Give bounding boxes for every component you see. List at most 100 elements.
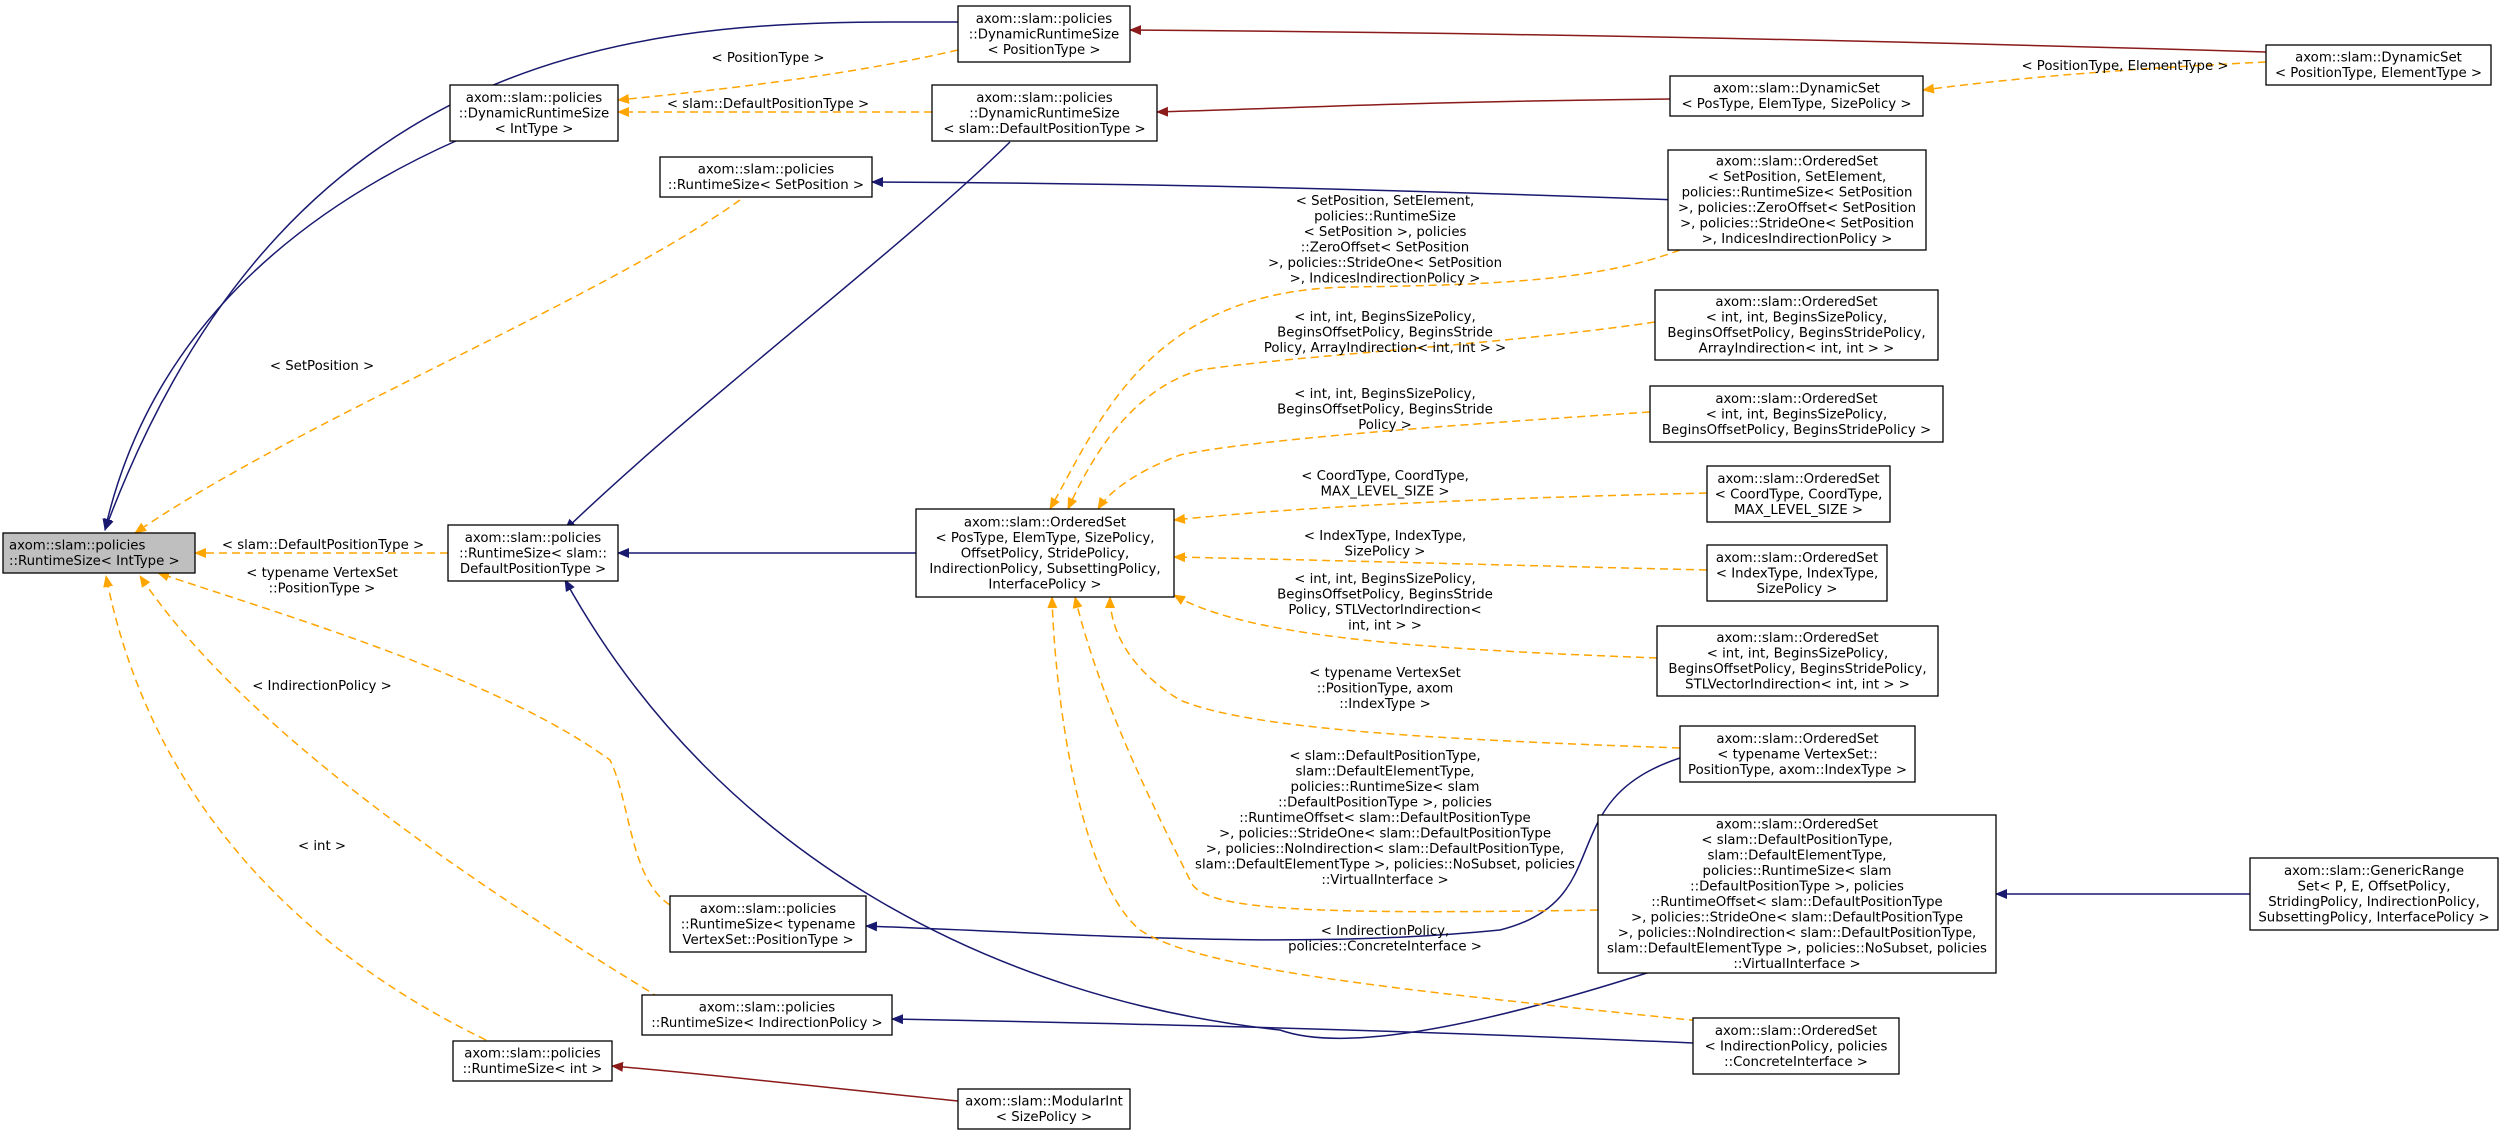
node-ordered-set-stl-vector-indirection[interactable]: axom::slam::OrderedSet< int, int, Begins… <box>1656 625 1939 697</box>
edge-label-os8: < slam::DefaultPositionType,slam::Defaul… <box>1195 749 1575 888</box>
node-label-line: StridingPolicy, IndirectionPolicy, <box>2268 895 2480 910</box>
node-label-line: DefaultPositionType > <box>460 562 606 577</box>
node-label-line: policies::RuntimeSize< slam <box>1703 864 1892 879</box>
node-runtime-size-vertexset-position-type[interactable]: axom::slam::policies::RuntimeSize< typen… <box>669 895 867 953</box>
node-label-line: axom::slam::policies <box>466 91 602 106</box>
node-ordered-set-vertexset-position-type[interactable]: axom::slam::OrderedSet< typename VertexS… <box>1679 725 1916 783</box>
node-ordered-set-array-indirection[interactable]: axom::slam::OrderedSet< int, int, Begins… <box>1654 289 1939 361</box>
node-runtime-size-int[interactable]: axom::slam::policies::RuntimeSize< int > <box>452 1040 613 1082</box>
node-label-line: < int, int, BeginsSizePolicy, <box>1707 647 1889 662</box>
node-runtime-size-set-position[interactable]: axom::slam::policies::RuntimeSize< SetPo… <box>659 156 873 198</box>
node-label-line: BeginsOffsetPolicy, BeginsStridePolicy, <box>1667 326 1925 341</box>
edge-os9-to-ordset-main <box>1047 596 1711 1023</box>
node-ordered-set-begins-stride-box <box>1649 385 1944 443</box>
node-runtime-size-default-position-type-box <box>447 524 619 582</box>
node-ordered-set-coord-type[interactable]: axom::slam::OrderedSet< CoordType, Coord… <box>1706 465 1891 523</box>
node-runtime-size-indirection-policy[interactable]: axom::slam::policies::RuntimeSize< Indir… <box>641 994 893 1036</box>
edge-drs-pos-to-drs-int <box>617 49 959 104</box>
node-ordered-set-main[interactable]: axom::slam::OrderedSet< PosType, ElemTyp… <box>915 508 1175 598</box>
node-ordered-set-default-position-type[interactable]: axom::slam::OrderedSet< slam::DefaultPos… <box>1597 814 1997 974</box>
edge-rs-ind-to-root <box>139 575 661 999</box>
node-runtime-size-vertexset-position-type-box <box>669 895 867 953</box>
node-label-line: axom::slam::OrderedSet <box>1716 732 1878 747</box>
node-label-line: SizePolicy > <box>1757 582 1838 597</box>
edge-label-line: SizePolicy > <box>1345 545 1426 560</box>
node-ordered-set-indirection-policy[interactable]: axom::slam::OrderedSet< IndirectionPolic… <box>1692 1017 1900 1075</box>
node-ordered-set-main-box <box>915 508 1175 598</box>
node-label-line: ::RuntimeSize< IntType > <box>9 554 180 569</box>
edge-label-set-position: < SetPosition > <box>270 359 374 374</box>
node-dynamic-runtime-size-int-type[interactable]: axom::slam::policies::DynamicRuntimeSize… <box>449 84 619 142</box>
node-label-line: axom::slam::DynamicSet <box>2295 51 2462 66</box>
edge-os2-to-ordset-main <box>1067 321 1656 510</box>
edge-label-line: ::PositionType, axom <box>1317 682 1453 697</box>
node-dynamic-set-pos-elem-size[interactable]: axom::slam::DynamicSet< PosType, ElemTyp… <box>1669 75 1924 117</box>
node-runtime-size-int-type[interactable]: axom::slam::policies::RuntimeSize< IntTy… <box>2 532 196 574</box>
node-modular-int[interactable]: axom::slam::ModularInt< SizePolicy > <box>957 1088 1131 1130</box>
node-label-line: slam::DefaultElementType >, policies::No… <box>1607 942 1987 957</box>
node-ordered-set-vertexset-position-type-box <box>1679 725 1916 783</box>
node-label-line: axom::slam::OrderedSet <box>1717 472 1879 487</box>
node-label-line: >, policies::StrideOne< slam::DefaultPos… <box>1631 911 1963 926</box>
node-label-line: axom::slam::OrderedSet <box>1716 631 1878 646</box>
node-label-line: ::RuntimeSize< int > <box>463 1062 603 1077</box>
edge-label-int: < int > <box>298 839 346 854</box>
edge-label-line: BeginsOffsetPolicy, BeginsStride <box>1277 403 1493 418</box>
edge-label-line: < PositionType > <box>711 51 824 66</box>
node-label-line: < typename VertexSet:: <box>1717 747 1878 762</box>
node-label-line: axom::slam::policies <box>699 1001 835 1016</box>
edge-label-line: < CoordType, CoordType, <box>1301 469 1469 484</box>
node-dynamic-set-position-element-type[interactable]: axom::slam::DynamicSet< PositionType, El… <box>2265 44 2492 86</box>
edge-label-line: < int > <box>298 839 346 854</box>
edge-os5-to-ordset-main <box>1173 552 1708 571</box>
edge-label-os2: < int, int, BeginsSizePolicy,BeginsOffse… <box>1264 310 1506 356</box>
node-dynamic-runtime-size-position-type[interactable]: axom::slam::policies::DynamicRuntimeSize… <box>957 5 1131 63</box>
node-label-line: ::RuntimeSize< IndirectionPolicy > <box>651 1016 882 1031</box>
edge-label-indirection-policy: < IndirectionPolicy > <box>252 679 392 694</box>
node-label-line: axom::slam::OrderedSet <box>964 515 1126 530</box>
edge-label-default-position-type-drs: < slam::DefaultPositionType > <box>667 97 869 112</box>
node-ordered-set-set-position[interactable]: axom::slam::OrderedSet< SetPosition, Set… <box>1667 149 1927 251</box>
node-runtime-size-default-position-type[interactable]: axom::slam::policies::RuntimeSize< slam:… <box>447 524 619 582</box>
edge-label-line: ::VirtualInterface > <box>1321 873 1448 888</box>
node-label-line: axom::slam::OrderedSet <box>1715 392 1877 407</box>
node-dynamic-runtime-size-int-type-box <box>449 84 619 142</box>
edge-label-line: < int, int, BeginsSizePolicy, <box>1294 310 1476 325</box>
edge-label-os7: < typename VertexSet::PositionType, axom… <box>1309 666 1461 712</box>
node-label-line: axom::slam::OrderedSet <box>1716 818 1878 833</box>
edge-label-line: < int, int, BeginsSizePolicy, <box>1294 387 1476 402</box>
edge-drs-pos-to-root <box>104 21 959 531</box>
node-label-line: PositionType, axom::IndexType > <box>1688 763 1907 778</box>
node-label-line: axom::slam::policies <box>976 91 1112 106</box>
node-label-line: < slam::DefaultPositionType > <box>943 122 1145 137</box>
edge-label-line: MAX_LEVEL_SIZE > <box>1321 485 1450 500</box>
node-ordered-set-index-type[interactable]: axom::slam::OrderedSet< IndexType, Index… <box>1706 544 1888 602</box>
node-label-line: SubsettingPolicy, InterfacePolicy > <box>2258 911 2489 926</box>
node-runtime-size-int-box <box>452 1040 613 1082</box>
edge-label-line: >, policies::StrideOne< SetPosition <box>1268 256 1502 271</box>
node-label-line: ::ConcreteInterface > <box>1724 1055 1868 1070</box>
node-modular-int-box <box>957 1088 1131 1130</box>
edge-label-line: ::PositionType > <box>269 582 376 597</box>
edge-label-line: < SetPosition > <box>270 359 374 374</box>
edge-dynset-pes-to-dynset-pos <box>1922 61 2267 94</box>
node-label-line: policies::RuntimeSize< SetPosition <box>1682 186 1913 201</box>
edge-label-position-type: < PositionType > <box>711 51 824 66</box>
edge-label-line: BeginsOffsetPolicy, BeginsStride <box>1277 588 1493 603</box>
edge-os6-to-ordset-main <box>1173 594 1658 659</box>
edge-dynset-pos-to-drs-pos <box>1129 25 2267 53</box>
node-label-line: ::DynamicRuntimeSize <box>969 106 1119 121</box>
edge-label-line: < typename VertexSet <box>246 566 398 581</box>
node-label-line: ::DynamicRuntimeSize <box>969 27 1119 42</box>
node-label-line: MAX_LEVEL_SIZE > <box>1734 503 1863 518</box>
node-label-line: axom::slam::OrderedSet <box>1716 551 1878 566</box>
node-dynamic-runtime-size-default-position-type[interactable]: axom::slam::policies::DynamicRuntimeSize… <box>931 84 1158 142</box>
edge-label-line: ::ZeroOffset< SetPosition <box>1301 241 1469 256</box>
edge-label-line: policies::ConcreteInterface > <box>1288 940 1482 955</box>
edge-os8-to-rs-def <box>564 579 1651 1039</box>
node-generic-range-set-box <box>2249 857 2499 931</box>
edge-label-os6: < int, int, BeginsSizePolicy,BeginsOffse… <box>1277 572 1493 634</box>
node-ordered-set-begins-stride[interactable]: axom::slam::OrderedSet< int, int, Begins… <box>1649 385 1944 443</box>
edge-label-os1: < SetPosition, SetElement,policies::Runt… <box>1268 194 1502 287</box>
